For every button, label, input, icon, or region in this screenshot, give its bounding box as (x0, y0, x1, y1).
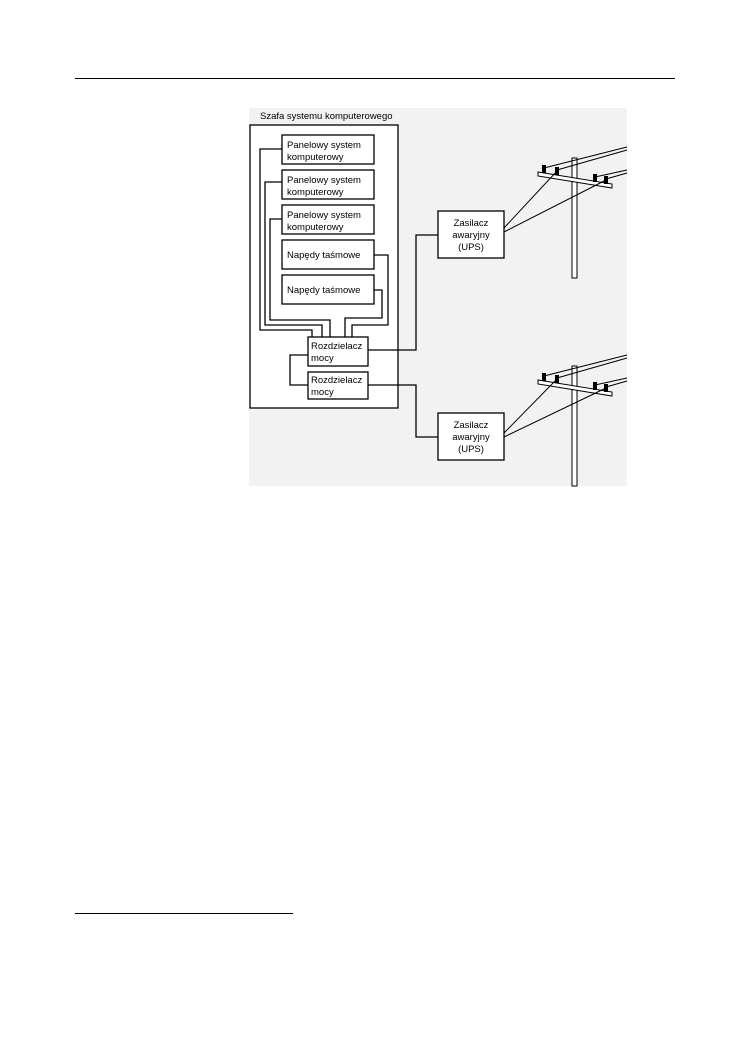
computer-panel-3: Panelowy system komputerowy (281, 204, 375, 235)
cabinet-title: Szafa systemu komputerowego (260, 111, 393, 122)
svg-text:komputerowy: komputerowy (287, 187, 344, 198)
internal-wiring (259, 148, 438, 438)
svg-text:Napędy taśmowe: Napędy taśmowe (287, 285, 360, 296)
ups-2: Zasilacz awaryjny (UPS) (437, 412, 505, 461)
svg-text:(UPS): (UPS) (458, 444, 484, 455)
power-distributor-2: Rozdzielacz mocy (307, 371, 369, 400)
tape-drive-2: Napędy taśmowe (281, 274, 375, 305)
svg-text:Panelowy system: Panelowy system (287, 140, 361, 151)
svg-text:mocy: mocy (311, 353, 334, 364)
svg-text:Zasilacz: Zasilacz (454, 218, 489, 229)
computer-panel-2: Panelowy system komputerowy (281, 169, 375, 200)
power-distributor-1: Rozdzielacz mocy (307, 336, 369, 367)
svg-text:Rozdzielacz: Rozdzielacz (311, 375, 362, 386)
svg-text:(UPS): (UPS) (458, 242, 484, 253)
svg-text:Panelowy system: Panelowy system (287, 210, 361, 221)
svg-text:mocy: mocy (311, 387, 334, 398)
utility-pole-1 (503, 146, 628, 279)
svg-text:Panelowy system: Panelowy system (287, 175, 361, 186)
ups-1: Zasilacz awaryjny (UPS) (437, 210, 505, 259)
svg-text:komputerowy: komputerowy (287, 222, 344, 233)
tape-drive-1: Napędy taśmowe (281, 239, 375, 270)
header-rule (75, 78, 675, 79)
svg-text:awaryjny: awaryjny (452, 432, 490, 443)
utility-pole-2 (503, 354, 628, 487)
svg-text:Napędy taśmowe: Napędy taśmowe (287, 250, 360, 261)
footnote-rule (75, 913, 293, 914)
svg-text:komputerowy: komputerowy (287, 152, 344, 163)
svg-text:Rozdzielacz: Rozdzielacz (311, 341, 362, 352)
svg-text:Zasilacz: Zasilacz (454, 420, 489, 431)
svg-text:awaryjny: awaryjny (452, 230, 490, 241)
computer-panel-1: Panelowy system komputerowy (281, 134, 375, 165)
